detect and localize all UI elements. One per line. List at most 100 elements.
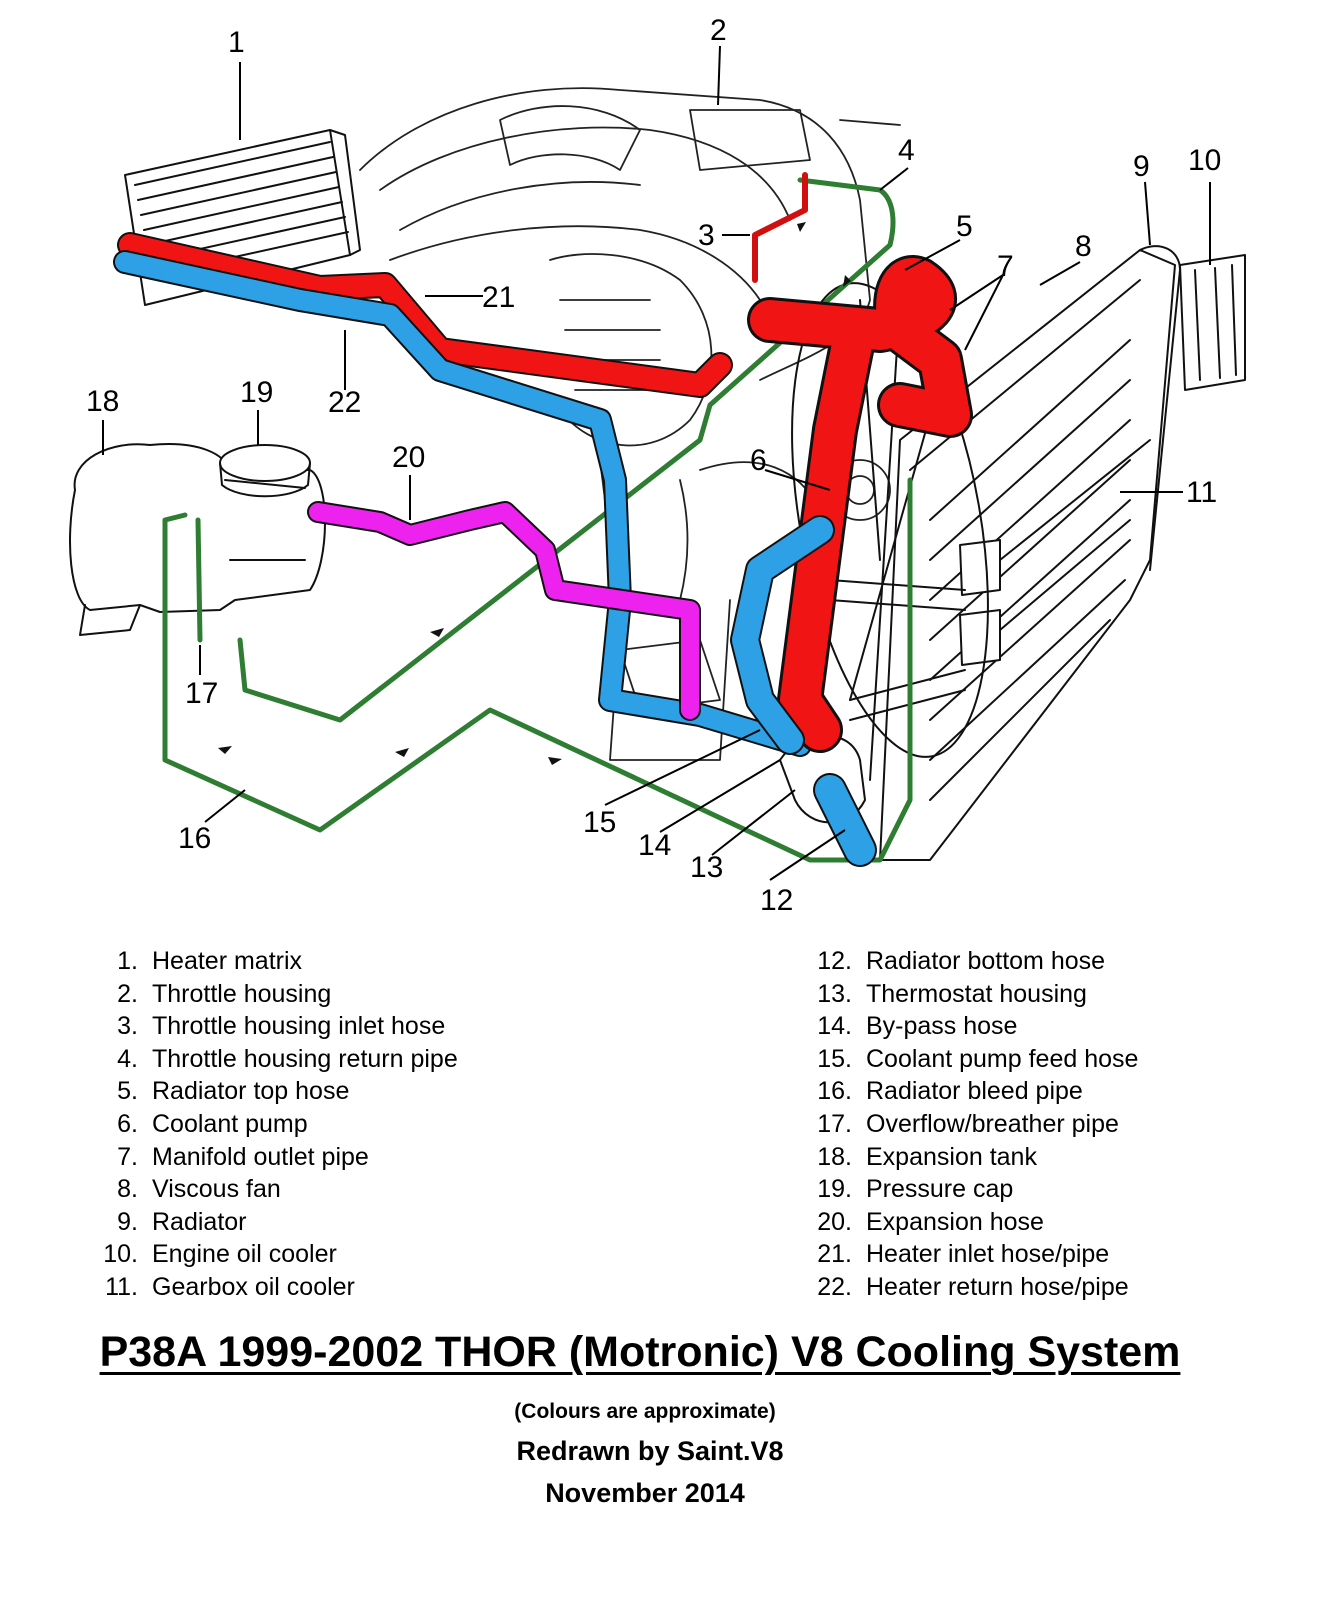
callout-5: 5 — [956, 210, 973, 243]
flow-arrows — [218, 222, 851, 765]
callout-7: 7 — [997, 250, 1014, 283]
callout-numbers: 1 2 3 4 5 6 7 8 9 10 11 12 13 14 15 16 1… — [86, 14, 1221, 917]
legend-item: 12. Radiator bottom hose — [806, 945, 1138, 978]
legend-item: 15.Coolant pump feed hose — [806, 1043, 1138, 1076]
credit-line: Redrawn by Saint.V8 — [516, 1436, 784, 1466]
radiator-top-hose — [747, 255, 973, 753]
callout-6: 6 — [750, 444, 767, 477]
legend-item: 16. Radiator bleed pipe — [806, 1075, 1138, 1108]
legend-item: 4. Throttle housing return pipe — [92, 1043, 458, 1076]
legend-item: 13. Thermostat housing — [806, 978, 1138, 1011]
legend-item: 10.Engine oil cooler — [92, 1238, 458, 1271]
legend-label: Radiator bottom hose — [866, 947, 1106, 975]
page-title: P38A 1999-2002 THOR (Motronic) V8 Coolin… — [99, 1328, 1181, 1376]
callout-3: 3 — [698, 219, 715, 252]
legend-label: Expansion hose — [866, 1207, 1044, 1236]
legend-number: 19. — [817, 1175, 852, 1204]
legend-label: Expansion tank — [866, 1142, 1037, 1171]
callout-12: 12 — [760, 884, 793, 917]
legend-item: 21. Heater inlet hose/pipe — [806, 1238, 1138, 1271]
legend-item: 18. Expansion tank — [806, 1141, 1138, 1174]
legend-right-column: 12. Radiator bottom hose 13. Thermostat ho… — [806, 945, 1138, 1304]
callout-1: 1 — [228, 26, 245, 59]
legend-number: 18. — [817, 1142, 852, 1171]
heater-return-hose — [113, 250, 812, 757]
legend-label: Heater inlet hose/pipe — [866, 1240, 1110, 1269]
leader-lines — [102, 45, 1211, 881]
legend-label: Engine oil cooler — [152, 1240, 337, 1269]
legend-label: Coolant pump feed hose — [866, 1044, 1139, 1073]
legend-label: Throttle housing return pipe — [152, 1044, 458, 1073]
callout-15: 15 — [583, 806, 616, 839]
legend-number: 3. — [117, 1012, 138, 1041]
legend-label: Thermostat housing — [866, 979, 1087, 1008]
legend-number: 13. — [817, 979, 852, 1008]
callout-13: 13 — [690, 851, 723, 884]
legend-label: Radiator bleed pipe — [866, 1077, 1083, 1106]
callout-2: 2 — [710, 14, 727, 47]
legend-left-column: 1. Heater matrix 2. Throttle housing 3. Thr… — [92, 945, 458, 1304]
legend-label: Throttle housing — [152, 979, 332, 1008]
legend-number: 2. — [117, 979, 138, 1008]
legend-number: 8. — [117, 1175, 138, 1204]
legend-item: 14. By-pass hose — [806, 1010, 1138, 1043]
callout-17: 17 — [185, 677, 218, 710]
callout-4: 4 — [898, 134, 915, 167]
legend-number: 22. — [817, 1272, 852, 1301]
legend-label: Throttle housing inlet hose — [152, 1012, 446, 1041]
expansion-hose — [307, 501, 701, 721]
colour-note: (Colours are approximate) — [514, 1400, 776, 1423]
legend-label: By-pass hose — [866, 1012, 1018, 1041]
cooling-system-diagram: 1 2 3 4 5 6 7 8 9 10 11 12 13 14 15 16 1… — [69, 14, 1246, 917]
callout-22: 22 — [328, 386, 361, 419]
gearbox-oil-cooler — [959, 439, 1151, 666]
legend-label: Gearbox oil cooler — [152, 1272, 355, 1301]
callout-20: 20 — [392, 441, 425, 474]
callout-16: 16 — [178, 822, 211, 855]
throttle-housing-inlet-hose — [752, 172, 808, 283]
coolant-pump-feed-hose — [730, 515, 835, 755]
callout-19: 19 — [240, 376, 273, 409]
legend-label: Overflow/breather pipe — [866, 1109, 1119, 1138]
legend-item: 20. Expansion hose — [806, 1206, 1138, 1239]
legend-number: 17. — [817, 1109, 852, 1138]
legend-number: 11. — [105, 1272, 138, 1301]
pressure-cap — [219, 444, 311, 498]
legend-number: 7. — [117, 1142, 138, 1171]
legend-label: Coolant pump — [152, 1109, 308, 1138]
radiator-bottom-hose — [813, 773, 877, 867]
legend-item: 22. Heater return hose/pipe — [806, 1271, 1138, 1304]
legend-item: 17. Overflow/breather pipe — [806, 1108, 1138, 1141]
legend-number: 16. — [817, 1077, 852, 1106]
legend-number: 21. — [817, 1240, 852, 1269]
legend-item: 9.Radiator — [92, 1206, 458, 1239]
legend-label: Heater matrix — [152, 947, 303, 975]
legend-number: 1. — [117, 947, 138, 975]
legend-item: 2. Throttle housing — [92, 978, 458, 1011]
legend-number: 12. — [817, 947, 852, 975]
engine-oil-cooler — [1179, 254, 1246, 391]
legend-item: 8. Viscous fan — [92, 1173, 458, 1206]
legend-label: Radiator top hose — [152, 1077, 350, 1106]
radiator-bleed-pipe — [162, 177, 913, 863]
callout-21: 21 — [482, 281, 515, 314]
legend-number: 9. — [117, 1207, 138, 1236]
callout-8: 8 — [1075, 230, 1092, 263]
legend-label: Viscous fan — [152, 1175, 281, 1204]
legend-number: 6. — [117, 1109, 138, 1138]
legend-number: 20. — [817, 1207, 852, 1236]
legend-label: Manifold outlet pipe — [152, 1142, 369, 1171]
legend-item: 6. Coolant pump — [92, 1108, 458, 1141]
callout-10: 10 — [1188, 144, 1221, 177]
date-line: November 2014 — [545, 1478, 745, 1508]
legend-item: 1. Heater matrix — [92, 945, 458, 978]
legend-item: 11. Gearbox oil cooler — [92, 1271, 458, 1304]
callout-18: 18 — [86, 385, 119, 418]
legend-number: 4. — [117, 1044, 138, 1073]
legend-item: 5.Radiator top hose — [92, 1075, 458, 1108]
legend-item: 7. Manifold outlet pipe — [92, 1141, 458, 1174]
legend-label: Heater return hose/pipe — [866, 1272, 1129, 1301]
callout-11: 11 — [1186, 476, 1217, 509]
heater-inlet-hose — [117, 232, 733, 398]
legend-number: 14. — [817, 1012, 852, 1041]
